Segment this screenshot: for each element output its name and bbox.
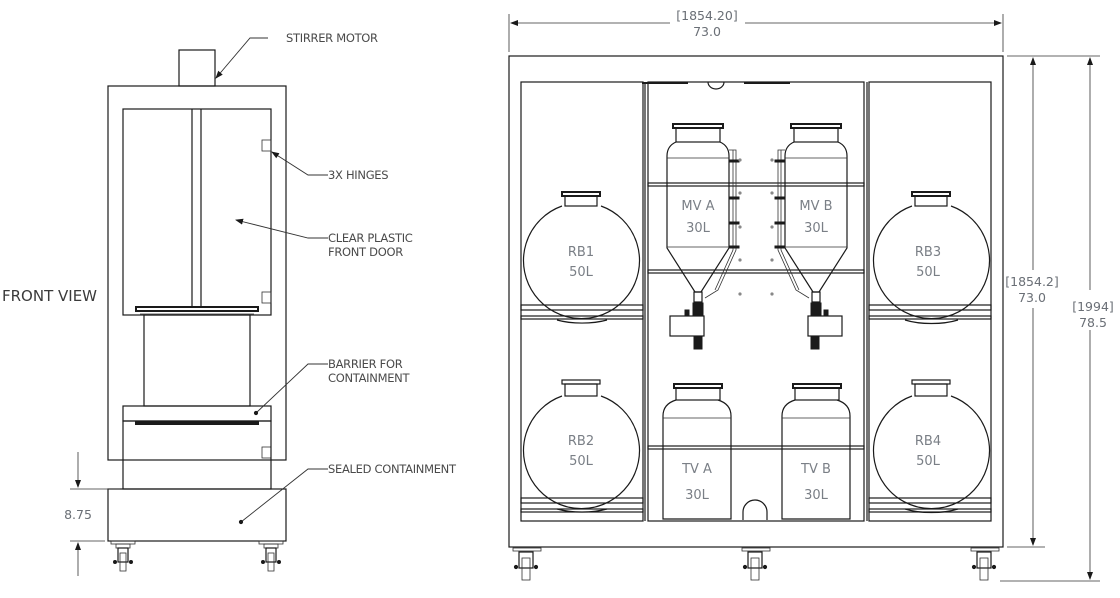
- lower-compartment: [122, 420, 272, 490]
- svg-text:50L: 50L: [569, 265, 594, 280]
- cabinet-frame: [107, 85, 287, 461]
- vessel-mva: MV A 30L: [666, 123, 740, 350]
- callout-sealed-containment: SEALED CONTAINMENT: [328, 462, 457, 476]
- front-door: [122, 108, 272, 316]
- callout-stirrer-motor: STIRRER MOTOR: [286, 31, 378, 45]
- svg-text:50L: 50L: [569, 454, 594, 469]
- callout-door-line2: FRONT DOOR: [328, 245, 403, 259]
- svg-text:TV B: TV B: [800, 462, 831, 477]
- dimension-width-imperial: 73.0: [693, 24, 721, 39]
- vessel-mvb: MV B 30L: [774, 123, 848, 350]
- svg-text:30L: 30L: [804, 488, 829, 503]
- callout-barrier-line1: BARRIER FOR: [328, 357, 403, 371]
- rack-view: RB1 50L RB2 50L RB3 50L RB4 50L: [508, 8, 1114, 582]
- svg-text:30L: 30L: [686, 221, 711, 236]
- svg-text:MV A: MV A: [681, 199, 714, 214]
- dimension-width-metric: [1854.20]: [676, 8, 737, 23]
- svg-text:TV A: TV A: [681, 462, 712, 477]
- vessel-lid: [135, 306, 259, 312]
- svg-text:30L: 30L: [685, 488, 710, 503]
- hinge-icon: [261, 139, 272, 152]
- vessel-tvb: TV B 30L: [781, 383, 851, 520]
- caster-icon: [970, 547, 1000, 581]
- callout-door-line1: CLEAR PLASTIC: [328, 231, 413, 245]
- vessel-rb4: RB4 50L: [872, 379, 991, 514]
- svg-text:MV B: MV B: [799, 199, 832, 214]
- hinge-icon: [261, 446, 272, 459]
- left-bay: [520, 81, 644, 522]
- caster-icon: [110, 540, 136, 572]
- dimension-total-height-metric: [1994]: [1072, 299, 1114, 314]
- callout-barrier-line2: CONTAINMENT: [328, 371, 410, 385]
- caster-icon: [741, 547, 771, 581]
- center-bay: [647, 81, 865, 522]
- dimension-frame-height-metric: [1854.2]: [1005, 274, 1059, 289]
- caster-icon: [512, 547, 542, 581]
- vessel-rb2: RB2 50L: [522, 379, 641, 513]
- dimension-frame-height-imperial: 73.0: [1018, 290, 1046, 305]
- sealed-containment-base: [107, 488, 287, 542]
- svg-text:RB3: RB3: [915, 245, 941, 260]
- svg-text:RB4: RB4: [915, 434, 941, 449]
- containment-barrier: [122, 405, 272, 422]
- svg-text:50L: 50L: [916, 454, 941, 469]
- rack-frame: [508, 55, 1004, 548]
- vessel-rb1: RB1 50L: [522, 191, 641, 324]
- svg-text:RB2: RB2: [568, 434, 594, 449]
- dimension-total-height-imperial: 78.5: [1079, 315, 1107, 330]
- caster-icon: [258, 540, 284, 572]
- dimension-base-height: 8.75: [64, 507, 92, 522]
- callout-hinges: 3X HINGES: [328, 168, 388, 182]
- vessel-rb3: RB3 50L: [872, 191, 991, 325]
- front-view: FRONT VIEW: [2, 31, 457, 576]
- vessel-tva: TV A 30L: [662, 383, 732, 520]
- front-view-title: FRONT VIEW: [2, 287, 97, 305]
- mounting-holes: [738, 158, 774, 296]
- svg-text:30L: 30L: [804, 221, 829, 236]
- drain-port: [742, 499, 768, 520]
- stirrer-motor: [178, 49, 216, 87]
- svg-text:RB1: RB1: [568, 245, 594, 260]
- mixing-vessel: [143, 314, 251, 407]
- hinge-icon: [261, 291, 272, 304]
- right-bay: [868, 81, 992, 522]
- svg-text:50L: 50L: [916, 265, 941, 280]
